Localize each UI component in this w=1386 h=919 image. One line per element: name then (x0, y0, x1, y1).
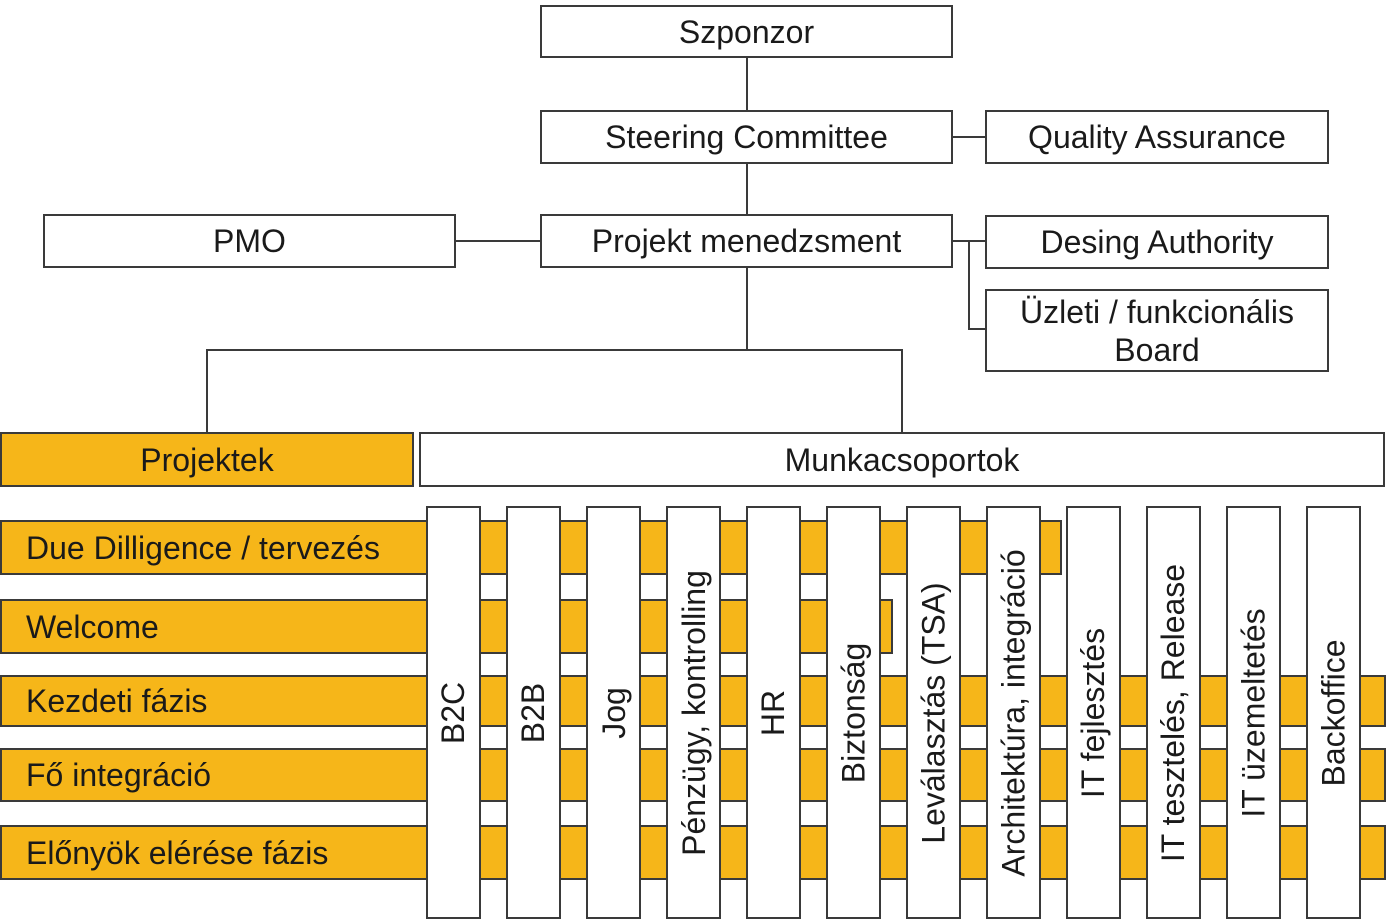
projects-header: Projektek (0, 432, 414, 487)
connector-steering-pm (746, 163, 748, 215)
connector-steering-qa (952, 136, 986, 138)
workgroup-label: Biztonság (835, 642, 872, 783)
workgroup-label: Pénzügy, kontrolling (675, 569, 712, 856)
phase-label: Due Dilligence / tervezés (26, 529, 380, 566)
workgroup-label: IT tesztelés, Release (1155, 563, 1192, 862)
phase-label: Kezdeti fázis (26, 683, 208, 719)
connector-pm-down (746, 268, 748, 351)
steering-committee-label: Steering Committee (605, 119, 888, 155)
workgroup-label: IT üzemeltetés (1235, 607, 1272, 818)
quality-assurance-box: Quality Assurance (985, 110, 1329, 164)
workgroup-column: IT tesztelés, Release (1146, 506, 1201, 919)
workgroup-column: B2B (506, 506, 561, 919)
workgroup-column: Pénzügy, kontrolling (666, 506, 721, 919)
sponsor-label: Szponzor (678, 13, 815, 50)
workgroup-column: Architektúra, integráció (986, 506, 1041, 919)
workgroup-column: Backoffice (1306, 506, 1361, 919)
project-management-label: Projekt menedzsment (591, 223, 902, 259)
workgroups-header-label: Munkacsoportok (784, 441, 1020, 478)
design-authority-label: Desing Authority (1040, 224, 1274, 260)
connector-pmo-pm (455, 240, 541, 242)
projects-header-label: Projektek (140, 441, 274, 478)
workgroup-label: Backoffice (1315, 638, 1352, 787)
workgroup-label: B2C (435, 681, 472, 744)
workgroup-label: Architektúra, integráció (995, 548, 1032, 877)
phase-label: Welcome (26, 608, 159, 645)
connector-board-horizontal (968, 328, 986, 330)
connector-authority-board-vertical (968, 240, 970, 330)
phase-label: Előnyök elérése fázis (26, 834, 329, 871)
workgroup-column: B2C (426, 506, 481, 919)
workgroup-label: IT fejlesztés (1075, 627, 1112, 798)
connector-branch-workgroups (901, 349, 903, 433)
phase-label: Fő integráció (26, 757, 211, 793)
workgroup-column: HR (746, 506, 801, 919)
workgroup-label: Jog (595, 686, 632, 739)
pmo-box: PMO (43, 214, 456, 268)
workgroups-header: Munkacsoportok (419, 432, 1385, 487)
connector-sponsor-steering (746, 58, 748, 110)
connector-branch-projects (206, 349, 208, 433)
workgroup-label: B2B (515, 682, 552, 743)
workgroup-label: Leválasztás (TSA) (915, 581, 952, 844)
pmo-label: PMO (213, 223, 286, 259)
sponsor-box: Szponzor (540, 5, 953, 58)
business-board-label-line2: Board (1114, 331, 1200, 368)
connector-branch-horizontal (206, 349, 903, 351)
workgroup-column: IT fejlesztés (1066, 506, 1121, 919)
design-authority-box: Desing Authority (985, 215, 1329, 269)
business-board-label-line1: Üzleti / funkcionális (1020, 293, 1294, 330)
project-management-box: Projekt menedzsment (540, 214, 953, 268)
steering-committee-box: Steering Committee (540, 110, 953, 164)
workgroup-column: Jog (586, 506, 641, 919)
workgroup-column: Biztonság (826, 506, 881, 919)
workgroup-label: HR (755, 689, 792, 736)
quality-assurance-label: Quality Assurance (1028, 119, 1286, 155)
workgroup-column: IT üzemeltetés (1226, 506, 1281, 919)
business-board-box: Üzleti / funkcionális Board (985, 289, 1329, 372)
workgroup-column: Leválasztás (TSA) (906, 506, 961, 919)
